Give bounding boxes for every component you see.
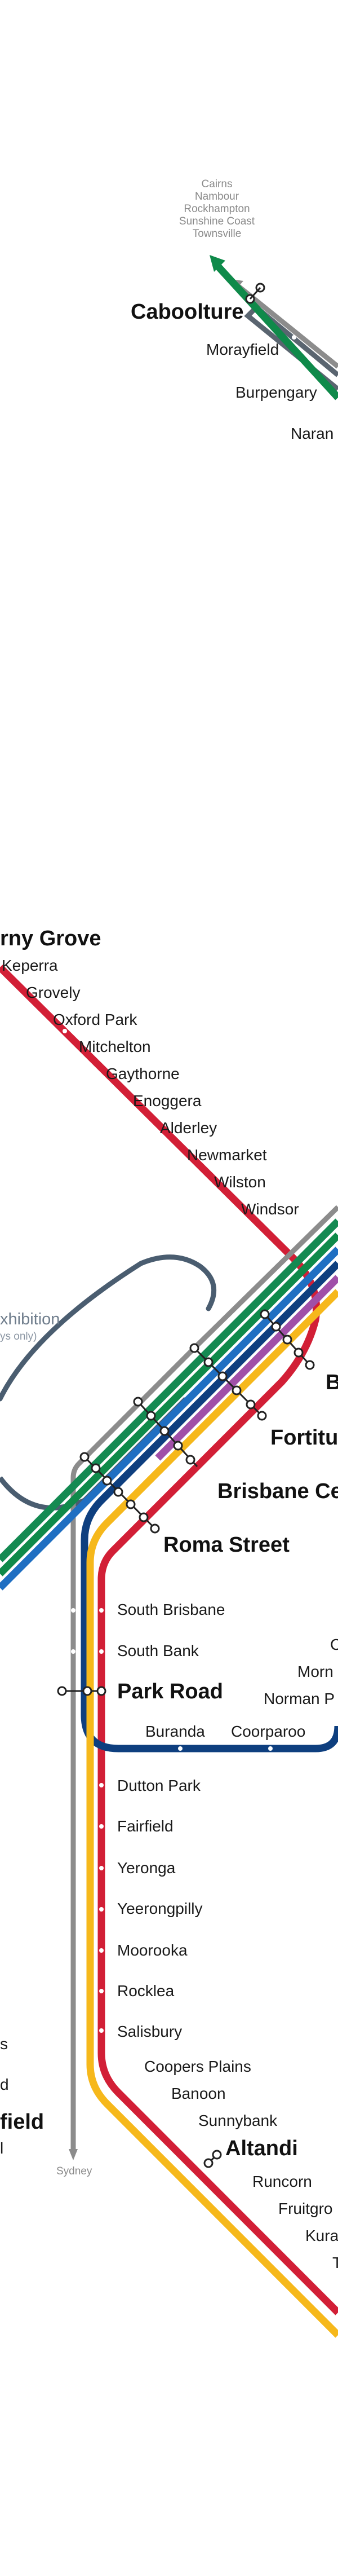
station-rocklea[interactable]: Rocklea <box>117 1982 175 2000</box>
station-coopers-plains[interactable]: Coopers Plains <box>144 2058 251 2075</box>
exhibition-loop-line <box>0 1254 217 1402</box>
station-mitchelton[interactable]: Mitchelton <box>79 1038 151 1055</box>
station-runcorn[interactable]: Runcorn <box>252 2173 312 2190</box>
destination-sunshine-coast: Sunshine Coast <box>179 215 255 227</box>
destination-cairns: Cairns <box>201 178 233 190</box>
destination-nambour: Nambour <box>194 191 239 202</box>
station-morningside[interactable]: Morn <box>297 1663 333 1680</box>
station-enoggera[interactable]: Enoggera <box>133 1092 202 1109</box>
station-norman-park[interactable]: Norman P <box>264 1690 335 1707</box>
station-exhibition[interactable]: xhibition <box>0 1310 60 1328</box>
destination-rockhampton: Rockhampton <box>184 203 250 215</box>
trunk-line-blue <box>0 1247 338 1591</box>
station-banoon[interactable]: Banoon <box>171 2085 226 2102</box>
station-fairfield[interactable]: Fairfield <box>117 1817 174 1835</box>
ferny-grove-line-red <box>0 965 338 2315</box>
station-dutton-park[interactable]: Dutton Park <box>117 1777 201 1794</box>
caboolture-line-green <box>214 262 338 400</box>
station-partial-left-1[interactable]: s <box>0 2035 8 2053</box>
trunk-line-grey <box>70 1205 338 2149</box>
station-keperra[interactable]: Keperra <box>2 957 58 974</box>
trunk-line-teal <box>0 1232 338 1577</box>
station-buranda[interactable]: Buranda <box>145 1723 205 1740</box>
station-roma-street[interactable]: Roma Street <box>163 1533 290 1557</box>
trunk-line-green <box>0 1218 338 1562</box>
station-kuraby[interactable]: Kura <box>305 2227 338 2244</box>
exhibition-note: ys only) <box>0 1331 37 1342</box>
station-moorooka[interactable]: Moorooka <box>117 1941 188 1959</box>
north-extension-list: Cairns Nambour Rockhampton Sunshine Coas… <box>166 178 268 240</box>
station-grovely[interactable]: Grovely <box>26 984 81 1001</box>
station-alderley[interactable]: Alderley <box>160 1119 217 1137</box>
station-wilston[interactable]: Wilston <box>214 1173 266 1191</box>
station-gaythorne[interactable]: Gaythorne <box>106 1065 180 1082</box>
station-fruitgrove[interactable]: Fruitgro <box>278 2200 333 2217</box>
station-bowen-hills[interactable]: B <box>326 1371 338 1394</box>
destination-sydney: Sydney <box>56 2165 92 2177</box>
station-windsor[interactable]: Windsor <box>241 1200 299 1218</box>
station-partial-left-4[interactable]: l <box>0 2139 4 2157</box>
station-park-road[interactable]: Park Road <box>117 1680 223 1703</box>
station-sunnybank[interactable]: Sunnybank <box>198 2112 278 2129</box>
station-yeronga[interactable]: Yeronga <box>117 1859 176 1877</box>
station-oxford-park[interactable]: Oxford Park <box>53 1011 137 1028</box>
station-yeerongpilly[interactable]: Yeerongpilly <box>117 1900 203 1917</box>
station-dots <box>9 1029 321 2264</box>
station-salisbury[interactable]: Salisbury <box>117 2023 183 2040</box>
station-partial-left-2[interactable]: d <box>0 2076 9 2093</box>
station-newmarket[interactable]: Newmarket <box>187 1146 267 1164</box>
station-ferny-grove[interactable]: rny Grove <box>0 927 101 950</box>
exhibition-loop-line-lower <box>0 1397 188 1511</box>
interchange-markers <box>57 1309 315 2168</box>
station-burpengary[interactable]: Burpengary <box>235 384 317 401</box>
south-arrow-grey <box>69 2149 78 2160</box>
station-coorparoo[interactable]: Coorparoo <box>231 1723 306 1740</box>
trunk-line-purple <box>155 1275 338 1461</box>
station-partial-left-3[interactable]: field <box>0 2110 45 2134</box>
station-altandi[interactable]: Altandi <box>225 2137 298 2160</box>
station-narangba[interactable]: Naran <box>291 425 334 442</box>
station-cannon-hill[interactable]: C <box>330 1636 338 1653</box>
trunk-line-yellow <box>86 1289 338 2338</box>
station-morayfield[interactable]: Morayfield <box>206 341 279 358</box>
station-trinder-park[interactable]: T <box>332 2254 338 2271</box>
station-fortitude-valley[interactable]: Fortitu <box>270 1426 338 1450</box>
north-arrow-green <box>210 255 225 272</box>
station-brisbane-central[interactable]: Brisbane Ce <box>217 1479 338 1503</box>
station-south-bank[interactable]: South Bank <box>117 1642 199 1659</box>
station-caboolture[interactable]: Caboolture <box>131 300 244 324</box>
station-south-brisbane[interactable]: South Brisbane <box>117 1601 225 1618</box>
destination-townsville: Townsville <box>192 228 242 240</box>
